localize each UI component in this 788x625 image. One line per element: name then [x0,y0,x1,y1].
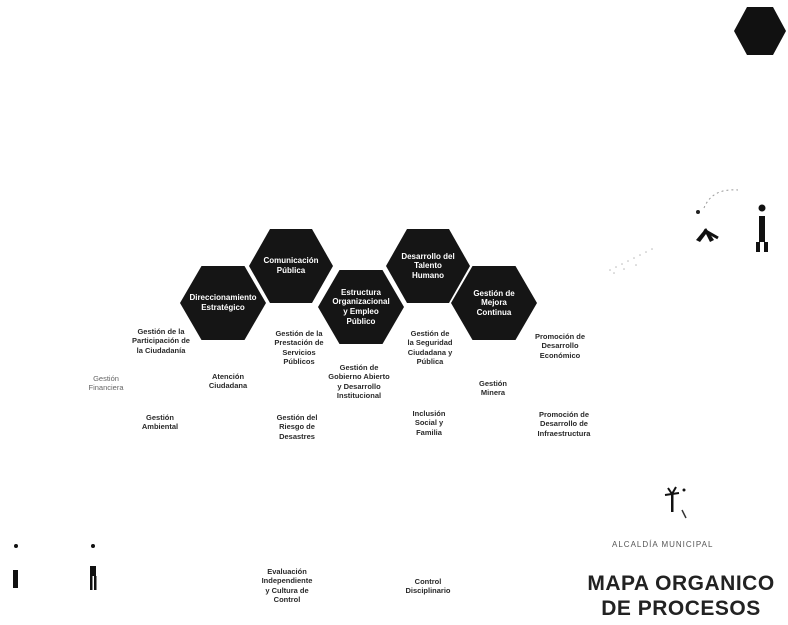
process-label: Gestión del Riesgo de Desastres [276,413,318,441]
process-label: Atención Ciudadana [208,372,248,391]
person-figure-icon [13,544,18,588]
hex-label: Desarrollo del Talento Humano [401,251,455,280]
page-title-line-2: DE PROCESOS [601,597,761,620]
process-label: Gestión de la Seguridad Ciudadana y Públ… [407,329,453,367]
process-label: Gestión Financiera [88,374,124,393]
hex-comunicacion-publica[interactable]: Comunicación Pública [249,229,333,303]
dotted-decoration-icon [609,248,653,274]
process-label: Promoción de Desarrollo Económico [534,332,585,360]
hex-label: Estructura Organizacional y Empleo Públi… [332,287,390,326]
hex-direccionamiento-estrategico[interactable]: Direccionamiento Estratégico [180,266,266,340]
hex-desarrollo-talento-humano[interactable]: Desarrollo del Talento Humano [386,229,470,303]
seated-person-icon [696,189,768,252]
hexagon-logo-icon [734,7,786,55]
caption-text: ALCALDÍA MUNICIPAL [612,540,714,549]
page-title-line-1: MAPA ORGANICO [587,572,775,595]
hex-estructura-organizacional[interactable]: Estructura Organizacional y Empleo Públi… [318,270,404,344]
process-label: Gestión de la Prestación de Servicios Pú… [274,329,324,367]
process-label: Gestión de Gobierno Abierto y Desarrollo… [328,363,390,401]
person-figure-icon [90,544,97,590]
process-label: Gestión Ambiental [141,413,179,432]
process-label: Gestión de la Participación de la Ciudad… [132,327,190,355]
hex-label: Gestión de Mejora Continua [473,288,515,317]
plant-icon [664,486,687,519]
process-label: Inclusión Social y Familia [412,409,446,437]
process-label: Control Disciplinario [405,577,451,596]
process-label: Promoción de Desarrollo de Infraestructu… [537,410,591,438]
hex-label: Comunicación Pública [263,256,319,275]
process-label: Gestión Minera [479,379,507,398]
hex-label: Direccionamiento Estratégico [189,293,257,312]
process-label: Evaluación Independiente y Cultura de Co… [261,567,313,605]
